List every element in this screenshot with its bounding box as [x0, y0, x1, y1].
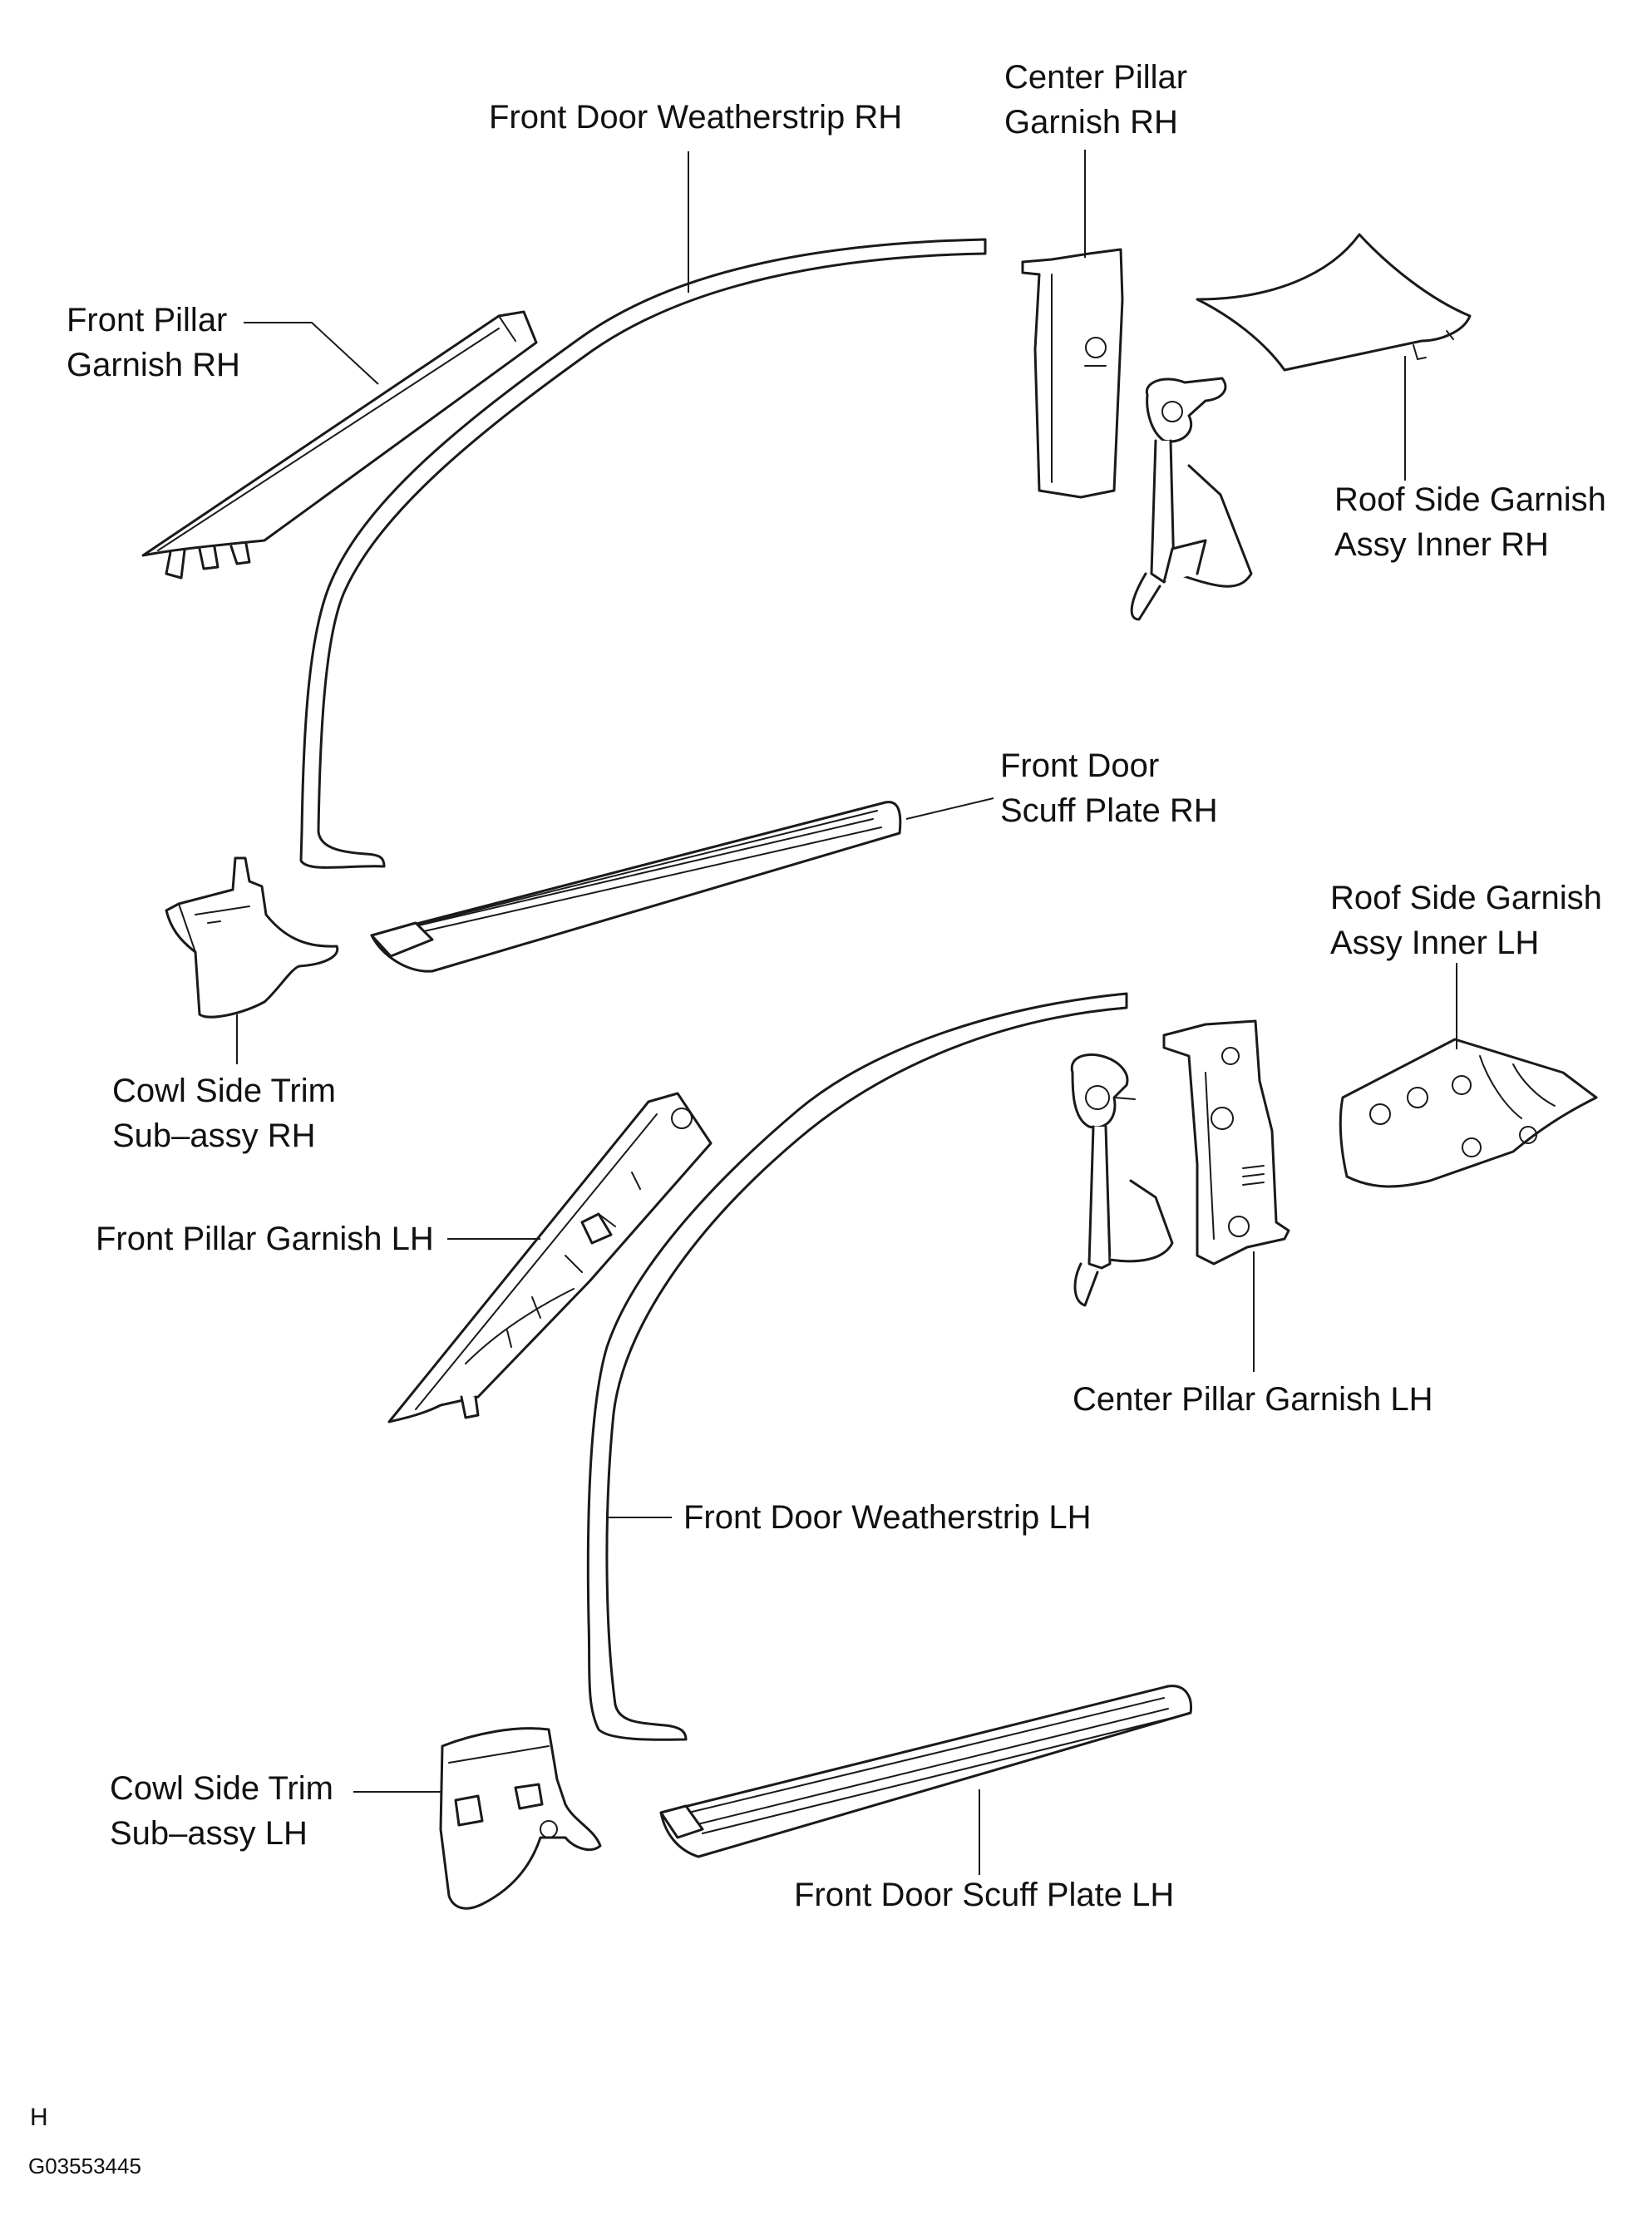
seat-belt-rh	[1130, 377, 1253, 621]
label-front-door-weatherstrip-rh: Front Door Weatherstrip RH	[489, 99, 903, 136]
label-cowl-side-trim-rh-line2: Sub–assy RH	[112, 1118, 316, 1154]
cowl-side-trim-lh	[439, 1727, 602, 1910]
label-front-door-scuff-plate-lh: Front Door Scuff Plate LH	[794, 1877, 1175, 1913]
label-center-pillar-garnish-rh-line1: Center Pillar	[1004, 59, 1188, 96]
leader-front-pillar-garnish-rh	[244, 322, 379, 385]
front-door-weatherstrip-rh	[299, 238, 987, 869]
seat-belt-lh	[1070, 1053, 1174, 1307]
center-pillar-garnish-lh	[1162, 1019, 1290, 1266]
front-door-scuff-plate-lh	[659, 1685, 1193, 1858]
front-pillar-garnish-lh	[387, 1092, 713, 1423]
label-roof-side-garnish-rh-line1: Roof Side Garnish	[1334, 481, 1606, 518]
footer-code: G03553445	[28, 2154, 141, 2178]
label-cowl-side-trim-lh-line2: Sub–assy LH	[110, 1815, 308, 1852]
label-cowl-side-trim-lh-line1: Cowl Side Trim	[110, 1770, 333, 1807]
label-roof-side-garnish-lh-line2: Assy Inner LH	[1330, 925, 1540, 961]
label-front-pillar-garnish-rh-line1: Front Pillar	[67, 302, 228, 338]
center-pillar-garnish-rh	[1021, 248, 1124, 499]
roof-side-garnish-lh	[1339, 1038, 1598, 1188]
label-front-door-scuff-plate-rh-line1: Front Door	[1000, 747, 1160, 784]
label-center-pillar-garnish-rh-line2: Garnish RH	[1004, 104, 1178, 141]
label-front-door-scuff-plate-rh-line2: Scuff Plate RH	[1000, 792, 1218, 829]
front-door-scuff-plate-rh	[370, 801, 902, 973]
roof-side-garnish-rh	[1196, 233, 1472, 372]
leader-front-door-scuff-plate-rh	[905, 797, 994, 820]
label-cowl-side-trim-rh-line1: Cowl Side Trim	[112, 1073, 336, 1109]
footer-letter: H	[30, 2104, 48, 2131]
leader-lines	[236, 150, 1457, 1875]
label-front-door-weatherstrip-lh: Front Door Weatherstrip LH	[683, 1499, 1092, 1536]
cowl-side-trim-rh	[165, 856, 339, 1019]
front-pillar-garnish-rh	[141, 310, 538, 580]
label-front-pillar-garnish-lh: Front Pillar Garnish LH	[96, 1221, 434, 1257]
front-door-weatherstrip-lh	[586, 992, 1128, 1741]
label-front-pillar-garnish-rh-line2: Garnish RH	[67, 347, 240, 383]
label-roof-side-garnish-lh-line1: Roof Side Garnish	[1330, 880, 1602, 916]
label-roof-side-garnish-rh-line2: Assy Inner RH	[1334, 526, 1549, 563]
label-center-pillar-garnish-lh: Center Pillar Garnish LH	[1073, 1381, 1433, 1418]
